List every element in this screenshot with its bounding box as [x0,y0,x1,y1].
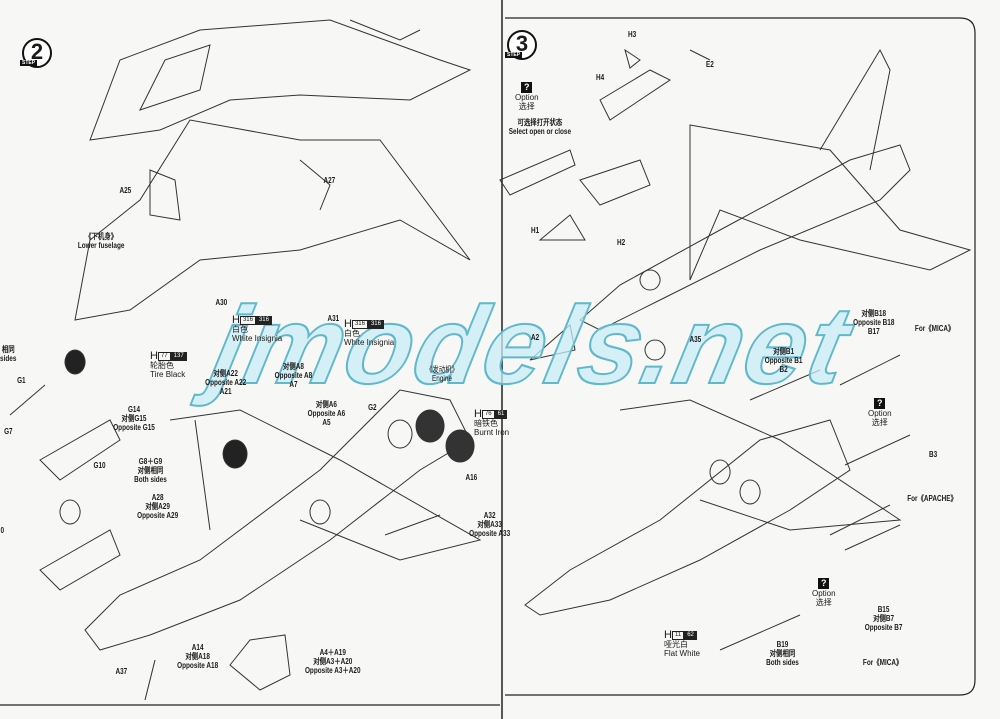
for-apache-label: For《APACHE》 [907,494,957,503]
step3-aircraft-drawing [499,48,972,361]
step-number: 2 [30,39,44,64]
part-label: A2 [531,333,540,342]
step3-frame [505,17,976,696]
cropped-label: 0 [0,526,5,535]
part-label: H1 [531,226,540,235]
lower-fuselage-label: 《下机身》Lower fuselage [77,232,125,250]
landing-gear-drawing [9,349,121,591]
question-icon: ? [874,398,886,409]
for-mica-label: For《MICA》 [862,658,903,667]
upper-fuselage-drawing [89,19,472,141]
part-label: H4 [596,73,605,82]
part-label: G10 [93,461,106,470]
watermark: jmodels.net [201,283,862,408]
step-word: STEP [505,52,523,58]
part-label: A30 [215,298,228,307]
part-label: A27 [323,176,336,185]
part-label: G1 [17,376,26,385]
lower-fuselage-drawing [74,119,471,321]
question-icon: ? [521,82,533,93]
part-label: A35 [689,335,702,344]
part-label: A25 [119,186,132,195]
part-label: B3 [929,450,938,459]
step-number: 3 [515,31,529,56]
part-label: G2 [368,403,377,412]
question-icon: ? [818,578,830,589]
part-label: G7 [4,427,13,436]
part-label: H3 [628,30,637,39]
part-label: E2 [705,60,714,69]
step2-aircraft-drawing [84,389,482,701]
for-mica-label: For《MICA》 [914,324,955,333]
part-label: H2 [617,238,626,247]
engine-label: 《发动机》Engine [426,365,458,383]
part-label: A37 [115,667,128,676]
part-label: A16 [465,473,478,482]
part-label: A31 [327,314,340,323]
step-word: STEP [20,60,38,66]
step3-lower-aircraft-drawing [524,354,911,651]
